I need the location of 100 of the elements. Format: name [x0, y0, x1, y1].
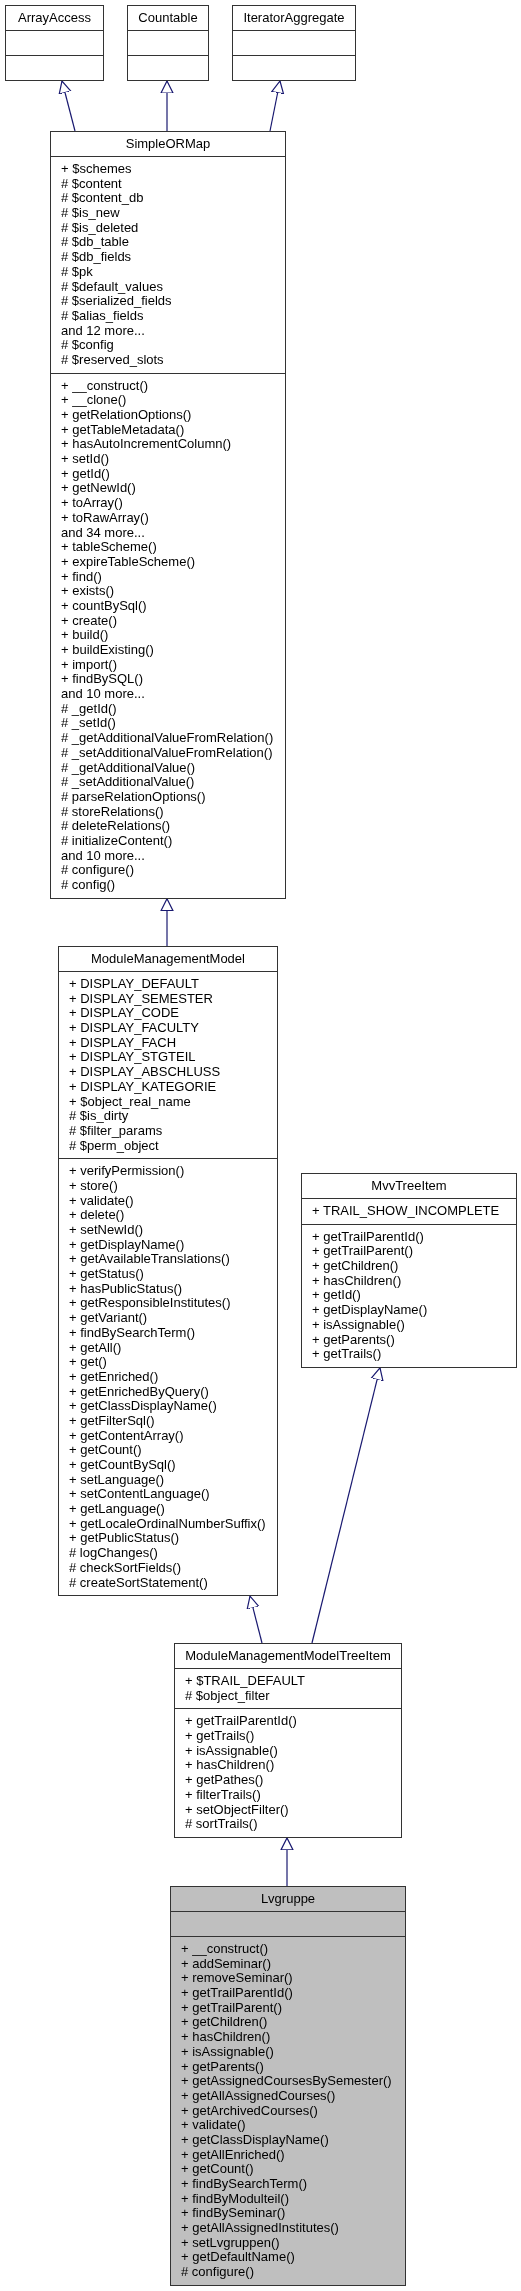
member-text: # $is_new — [61, 206, 120, 221]
member-text: # sortTrails() — [185, 1817, 258, 1832]
member-text: + exists() — [61, 584, 115, 599]
member-text: + findBySeminar() — [181, 2206, 286, 2222]
member-text: + setObjectFilter() — [185, 1802, 289, 1818]
member-text: # configure() — [61, 863, 134, 878]
member-text: and 12 more... — [61, 323, 145, 339]
member-text: + DISPLAY_STGTEIL — [69, 1050, 196, 1066]
member-text: + isAssignable() — [312, 1317, 405, 1333]
class-box — [301, 1173, 517, 1368]
member-text: + findByModulteil() — [181, 2191, 290, 2207]
member-text: + toRawArray() — [61, 510, 149, 526]
member-text: + getTrailParent() — [312, 1244, 414, 1260]
member-text: + getDisplayName() — [69, 1237, 185, 1253]
member-text: + setId() — [61, 452, 110, 467]
member-text: + create() — [61, 613, 117, 629]
member-text: + getNewId() — [61, 481, 136, 497]
member-text: + getId() — [312, 1288, 361, 1304]
member-text: + getDisplayName() — [312, 1303, 428, 1318]
member-text: # $object_filter — [185, 1688, 270, 1704]
member-text: + getCount() — [181, 2162, 254, 2177]
member-text: # deleteRelations() — [61, 819, 171, 834]
member-text: # configure() — [181, 2265, 254, 2280]
member-text: + setNewId() — [69, 1223, 144, 1238]
member-text: # _setAdditionalValueFromRelation() — [61, 745, 273, 761]
member-text: + getTrails() — [312, 1347, 382, 1362]
member-text: + buildExisting() — [61, 643, 154, 658]
member-text: + getClassDisplayName() — [181, 2132, 329, 2148]
member-text: + countBySql() — [61, 598, 147, 614]
class-box — [127, 5, 209, 81]
member-text: + getArchivedCourses() — [181, 2103, 318, 2119]
member-text: # $serialized_fields — [61, 294, 172, 309]
member-text: + getAvailableTranslations() — [69, 1252, 230, 1268]
member-text: + getVariant() — [69, 1311, 148, 1326]
member-text: + tableScheme() — [61, 540, 157, 555]
inheritance-arrow — [58, 80, 76, 132]
member-text: # $reserved_slots — [61, 352, 164, 368]
member-text: # $is_dirty — [69, 1109, 129, 1124]
inheritance-arrow — [246, 1595, 263, 1644]
member-text: # parseRelationOptions() — [61, 789, 206, 805]
member-text: + findBySQL() — [61, 672, 143, 688]
class-name: ModuleManagementModelTreeItem — [184, 1647, 392, 1665]
member-text: + expireTableScheme() — [61, 554, 196, 570]
member-text: + setLanguage() — [69, 1472, 165, 1488]
member-text: + getDefaultName() — [181, 2250, 295, 2266]
class-name: MvvTreeItem — [370, 1177, 448, 1195]
member-text: + getPublicStatus() — [69, 1531, 180, 1547]
member-text: # createSortStatement() — [69, 1575, 208, 1591]
class-name: Countable — [137, 9, 199, 27]
member-text: + hasChildren() — [185, 1758, 275, 1774]
member-text: + hasAutoIncrementColumn() — [61, 437, 232, 453]
member-text: + findBySearchTerm() — [69, 1325, 196, 1341]
class-box — [58, 946, 278, 1597]
member-text: # $config — [61, 338, 114, 353]
member-text: # logChanges() — [69, 1546, 158, 1561]
member-text: + __construct() — [61, 378, 149, 394]
class-name: IteratorAggregate — [242, 9, 346, 27]
member-text: + getTrails() — [185, 1729, 255, 1744]
member-text: + getTrailParent() — [181, 2000, 283, 2016]
member-text: + getTrailParentId() — [185, 1714, 297, 1730]
member-text: + find() — [61, 569, 102, 585]
member-text: + DISPLAY_FACH — [69, 1035, 177, 1051]
inheritance-arrow — [280, 1837, 294, 1887]
member-text: + getId() — [61, 466, 110, 482]
member-text: + build() — [61, 628, 109, 643]
inheritance-arrow — [269, 80, 285, 132]
member-text: + isAssignable() — [181, 2044, 274, 2060]
member-text: + removeSeminar() — [181, 1971, 293, 1987]
member-text: + getParents() — [181, 2059, 264, 2075]
member-text: + setContentLanguage() — [69, 1487, 210, 1503]
member-text: # $perm_object — [69, 1138, 159, 1154]
member-text: + addSeminar() — [181, 1956, 271, 1972]
member-text: + getLocaleOrdinalNumberSuffix() — [69, 1516, 266, 1532]
member-text: + delete() — [69, 1208, 125, 1223]
class-name: Lvgruppe — [259, 1890, 317, 1908]
member-text: # $content — [61, 176, 122, 192]
member-text: + getAllAssignedCourses() — [181, 2088, 336, 2104]
member-text: + getAllEnriched() — [181, 2147, 285, 2163]
member-text: # initializeContent() — [61, 833, 173, 849]
class-box — [174, 1643, 402, 1838]
member-text: # storeRelations() — [61, 804, 164, 820]
member-text: + hasChildren() — [312, 1273, 402, 1289]
member-text: + __construct() — [181, 1942, 269, 1957]
member-text: # checkSortFields() — [69, 1560, 181, 1576]
member-text: + validate() — [181, 2118, 246, 2133]
member-text: + DISPLAY_KATEGORIE — [69, 1079, 217, 1095]
inheritance-arrow — [160, 898, 174, 947]
member-text: + getFilterSql() — [69, 1413, 155, 1429]
member-text: + getChildren() — [312, 1259, 399, 1274]
class-box — [232, 5, 356, 81]
member-text: + store() — [69, 1178, 118, 1194]
member-text: # _setAdditionalValue() — [61, 775, 195, 790]
member-text: + getResponsibleInstitutes() — [69, 1296, 231, 1312]
member-text: + toArray() — [61, 496, 123, 511]
member-text: + getChildren() — [181, 2015, 268, 2031]
member-text: + import() — [61, 657, 117, 673]
member-text: + $TRAIL_DEFAULT — [185, 1674, 306, 1689]
member-text: + findBySearchTerm() — [181, 2177, 308, 2192]
class-name: ModuleManagementModel — [90, 950, 246, 968]
member-text: # $db_table — [61, 235, 129, 251]
